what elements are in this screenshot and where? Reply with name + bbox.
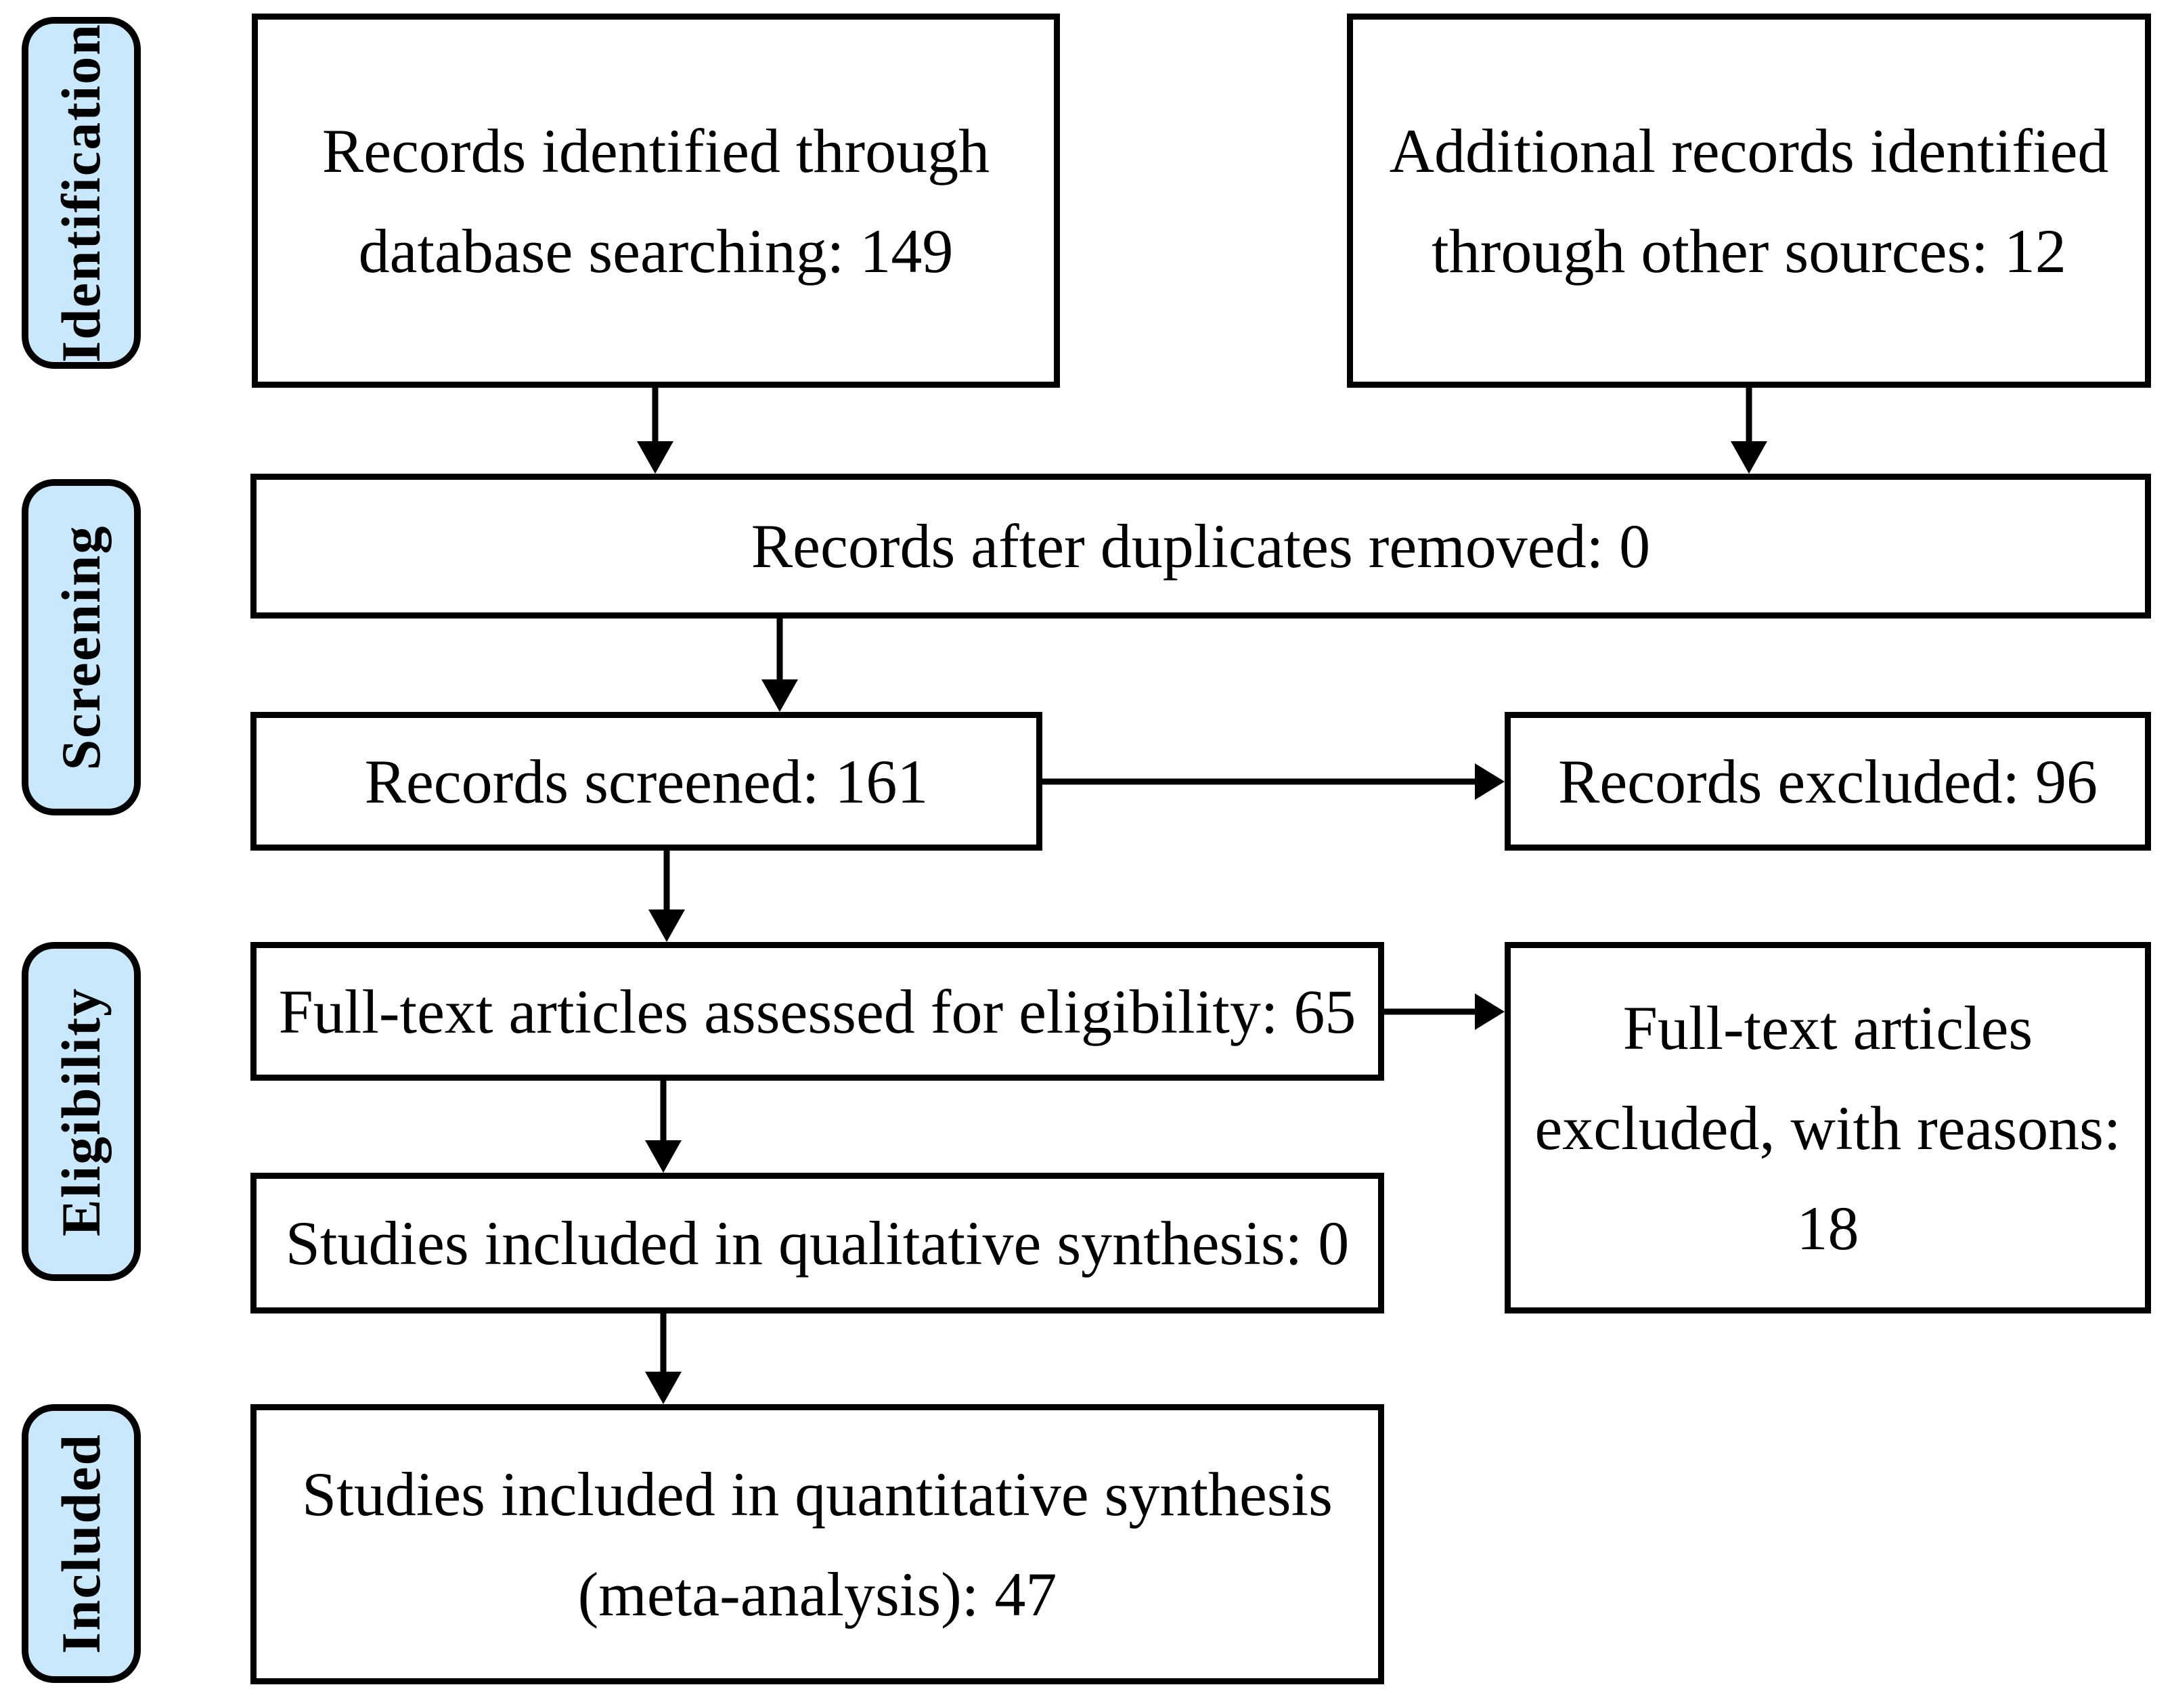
box-additional-records-line1: Additional records identified <box>1389 116 2109 185</box>
arrowhead-right-icon <box>1475 993 1505 1030</box>
stage-label-eligibility-text: Eligibility <box>50 987 112 1236</box>
arrow-shaft <box>1042 778 1478 785</box>
box-quantitative-synthesis-line1: Studies included in quantitative synthes… <box>302 1460 1333 1529</box>
arrowhead-down-icon <box>645 1372 682 1404</box>
arrowhead-down-icon <box>645 1140 682 1173</box>
stage-label-identification: Identification <box>22 17 141 369</box>
box-records-identified: Records identified through database sear… <box>252 14 1060 388</box>
stage-label-identification-text: Identification <box>50 23 112 363</box>
stage-label-eligibility: Eligibility <box>22 942 141 1281</box>
stage-label-screening-text: Screening <box>50 524 112 770</box>
stage-label-included-text: Included <box>50 1433 112 1654</box>
arrow-shaft <box>663 851 670 912</box>
arrow-shaft <box>660 1313 667 1374</box>
box-records-excluded-line1: Records excluded: 96 <box>1557 746 2098 816</box>
box-records-identified-line1: Records identified through <box>322 116 990 185</box>
box-duplicates-removed-line1: Records after duplicates removed: 0 <box>751 512 1651 581</box>
arrowhead-down-icon <box>648 909 685 942</box>
box-duplicates-removed: Records after duplicates removed: 0 <box>250 474 2151 619</box>
box-fulltext-excluded-line3: 18 <box>1796 1193 1859 1263</box>
arrow-additional-to-duplicates <box>1730 388 1768 474</box>
arrow-identified-to-duplicates <box>636 388 674 474</box>
box-fulltext-excluded-line2: excluded, with reasons: <box>1534 1093 2121 1163</box>
arrow-shaft <box>776 619 783 682</box>
box-additional-records-line2: through other sources: 12 <box>1432 216 2066 286</box>
arrow-fulltext-to-qualitative <box>644 1081 682 1173</box>
box-fulltext-assessed: Full-text articles assessed for eligibil… <box>250 942 1384 1081</box>
box-fulltext-assessed-line1: Full-text articles assessed for eligibil… <box>278 976 1356 1046</box>
arrow-shaft <box>1746 388 1752 444</box>
box-additional-records: Additional records identified through ot… <box>1347 14 2151 388</box>
box-records-excluded: Records excluded: 96 <box>1505 712 2151 851</box>
arrow-screened-to-excluded <box>1042 763 1505 801</box>
arrowhead-down-icon <box>637 441 673 474</box>
arrowhead-down-icon <box>1731 441 1767 474</box>
arrow-duplicates-to-screened <box>761 619 799 712</box>
box-fulltext-excluded: Full-text articles excluded, with reason… <box>1505 942 2151 1313</box>
box-records-screened-line1: Records screened: 161 <box>364 746 929 816</box>
stage-label-screening: Screening <box>22 479 141 815</box>
box-quantitative-synthesis-line2: (meta-analysis): 47 <box>577 1560 1057 1629</box>
box-records-identified-line2: database searching: 149 <box>358 216 954 286</box>
box-fulltext-excluded-line1: Full-text articles <box>1622 993 2033 1062</box>
box-records-screened: Records screened: 161 <box>250 712 1042 851</box>
box-qualitative-synthesis-line1: Studies included in qualitative synthesi… <box>285 1209 1350 1278</box>
arrowhead-down-icon <box>761 679 798 712</box>
arrow-shaft <box>660 1081 667 1143</box>
arrowhead-right-icon <box>1475 763 1505 800</box>
arrow-shaft <box>652 388 659 444</box>
arrow-fulltext-to-excluded <box>1384 993 1505 1031</box>
arrow-screened-to-fulltext <box>648 851 686 942</box>
box-quantitative-synthesis: Studies included in quantitative synthes… <box>250 1404 1384 1684</box>
arrow-qualitative-to-quantitative <box>644 1313 682 1404</box>
box-qualitative-synthesis: Studies included in qualitative synthesi… <box>250 1173 1384 1313</box>
arrow-shaft <box>1384 1008 1478 1015</box>
stage-label-included: Included <box>22 1404 141 1683</box>
